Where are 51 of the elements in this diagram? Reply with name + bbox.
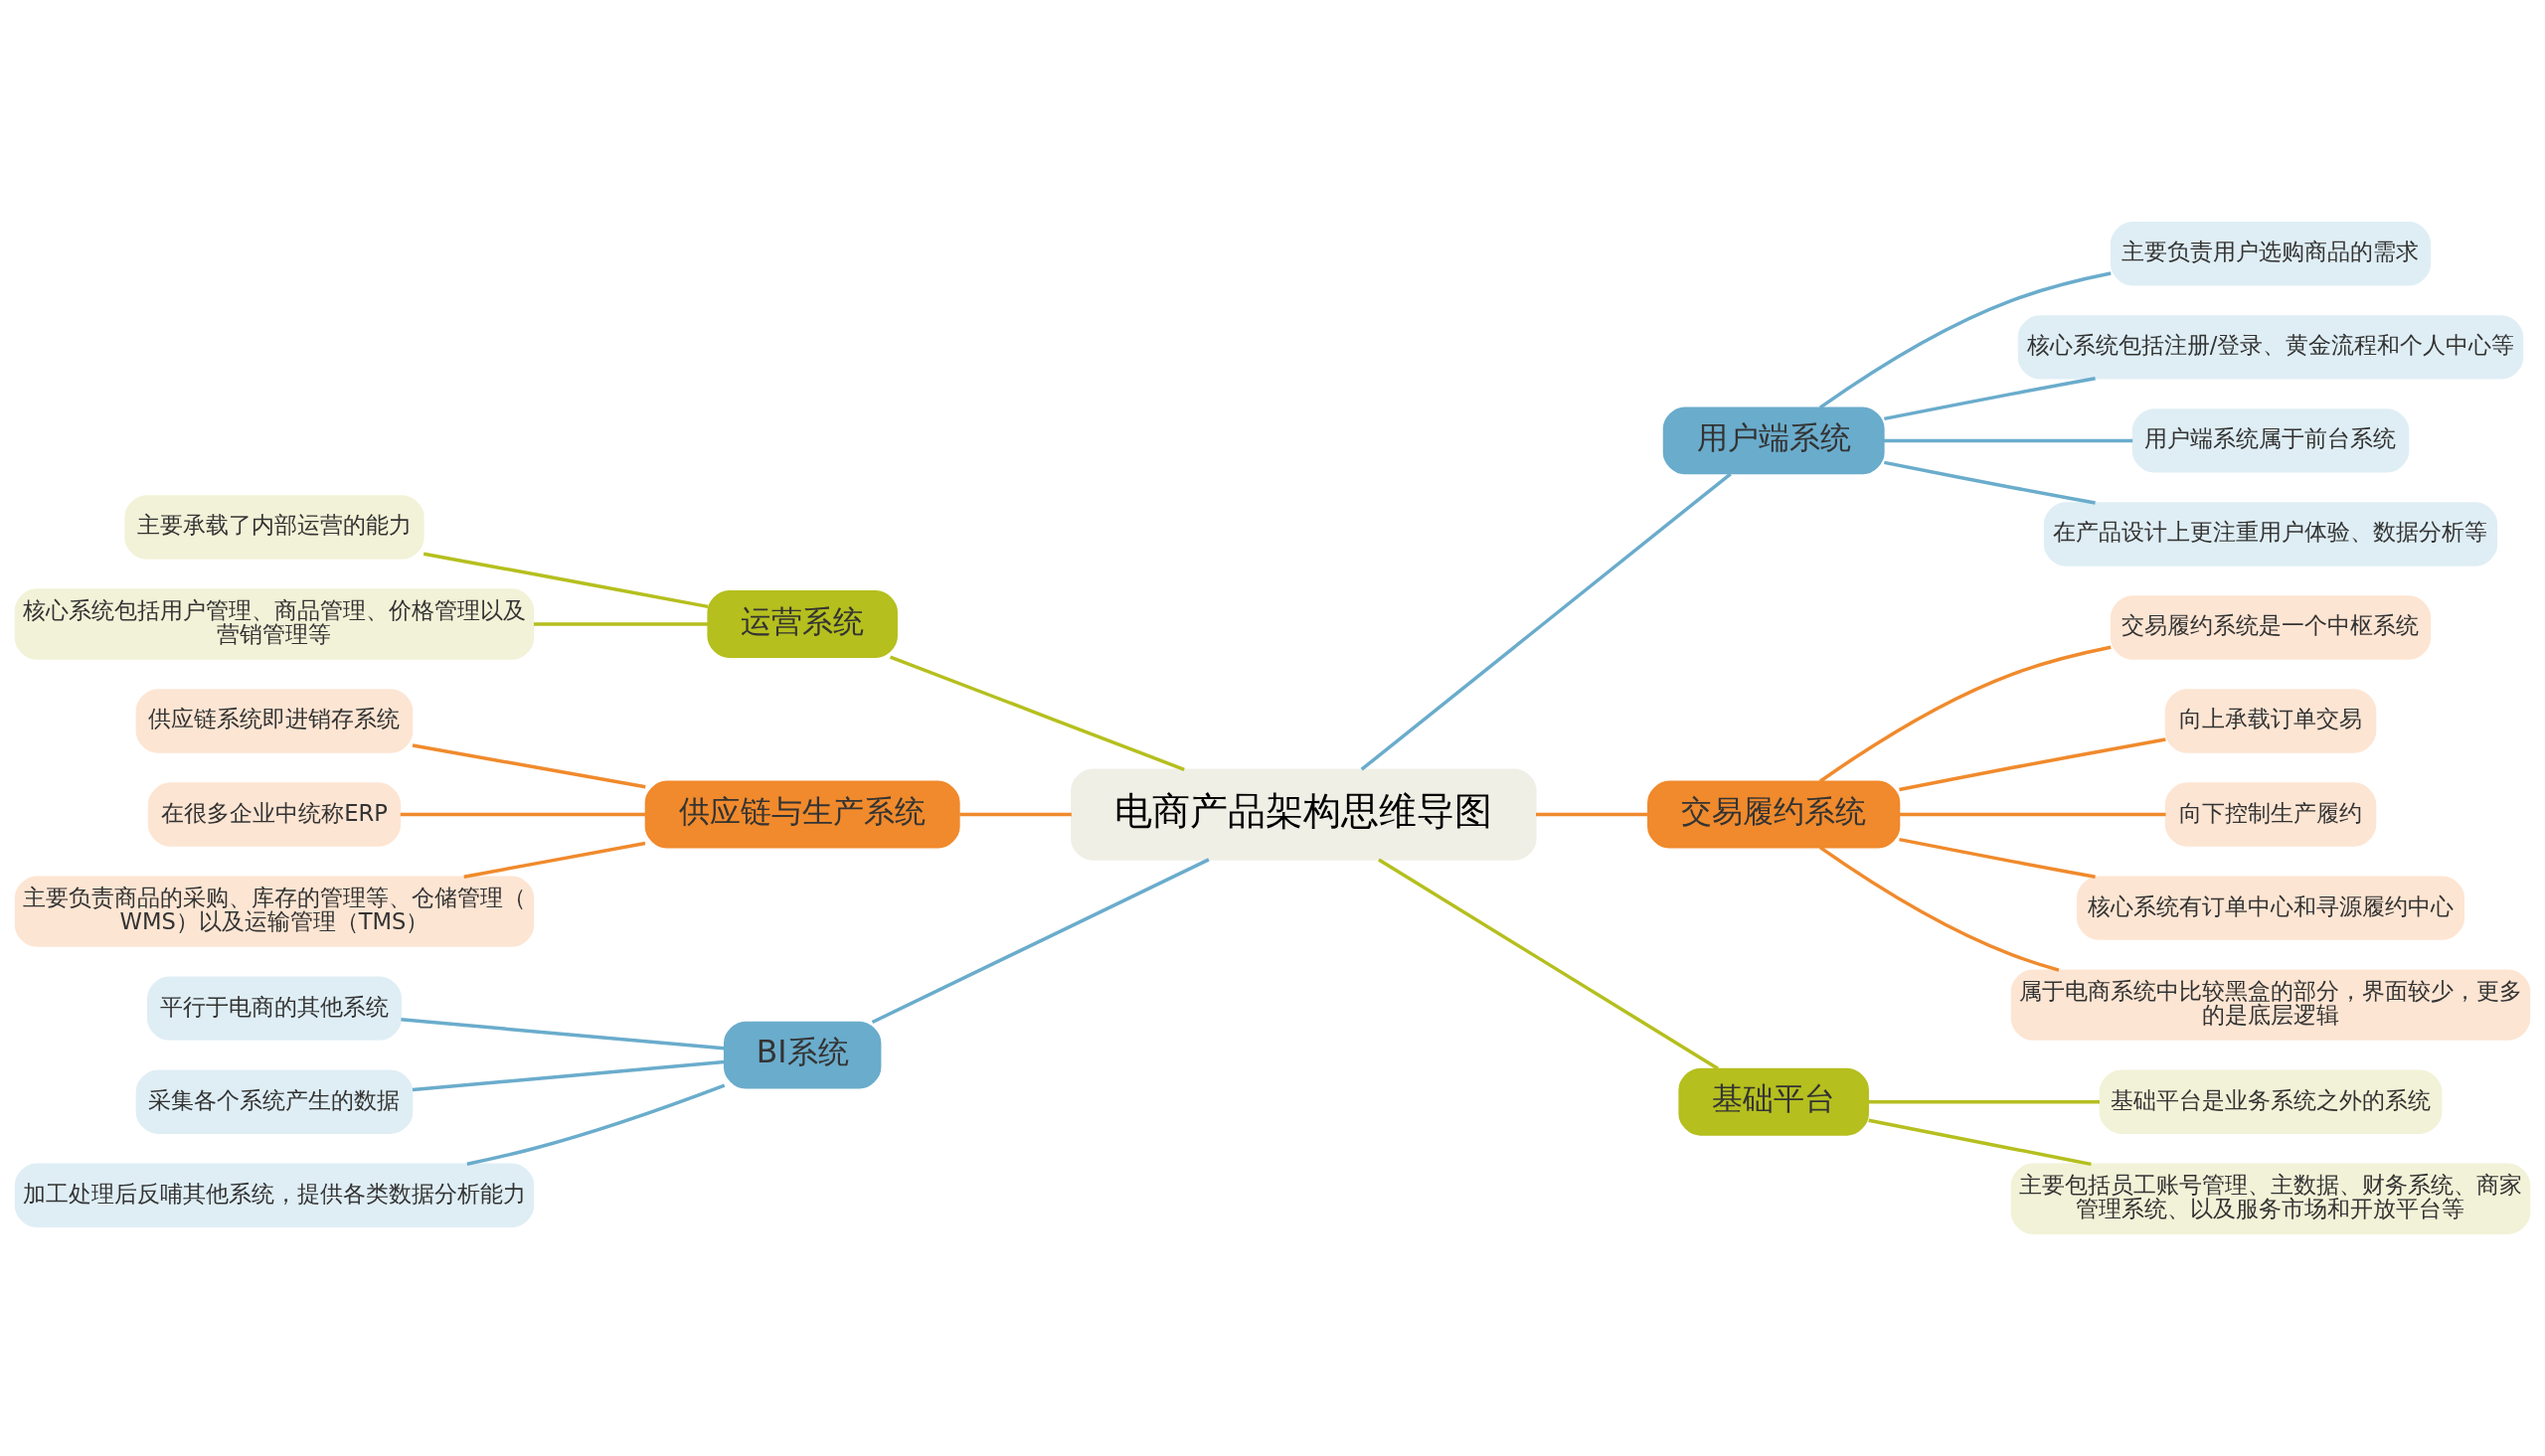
- node-box: 主要负责用户选购商品的需求: [2110, 222, 2432, 286]
- connector: [1818, 645, 2112, 783]
- node-box: 主要承载了内部运营的能力: [124, 495, 424, 560]
- node-box: 平行于电商的其他系统: [147, 976, 402, 1041]
- node-box: 基础平台是业务系统之外的系统: [2099, 1069, 2443, 1134]
- connector: [1818, 846, 2060, 972]
- connector: [412, 1059, 725, 1092]
- node-box: 加工处理后反哺其他系统，提供各类数据分析能力: [14, 1163, 535, 1227]
- node-box: 交易履约系统: [1647, 780, 1901, 849]
- connector: [533, 622, 709, 626]
- connector: [423, 552, 709, 609]
- connector: [401, 1018, 725, 1051]
- node-box: 供应链系统即进销存系统: [135, 689, 414, 753]
- node-box: 向上承载订单交易: [2164, 689, 2377, 753]
- node-box: 向下控制生产履约: [2164, 782, 2377, 847]
- connector: [1899, 837, 2096, 879]
- connector: [1883, 438, 2133, 443]
- connector: [1536, 812, 1648, 817]
- connector: [1868, 1118, 2092, 1167]
- node-box: 在产品设计上更注重用户体验、数据分析等: [2043, 502, 2498, 566]
- connector: [959, 812, 1072, 817]
- node-box: 用户端系统: [1662, 406, 1885, 475]
- node-box: 核心系统包括用户管理、商品管理、价格管理以及营销管理等: [14, 588, 535, 660]
- connector: [412, 743, 646, 789]
- node-box: 主要负责商品的采购、库存的管理等、仓储管理（WMS）以及运输管理（TMS）: [14, 876, 535, 947]
- connector: [1378, 858, 1719, 1070]
- connector: [466, 1083, 726, 1166]
- node-box: 交易履约系统是一个中枢系统: [2110, 595, 2432, 660]
- connector: [400, 812, 646, 817]
- node-box: 供应链与生产系统: [644, 780, 960, 849]
- node-box: 属于电商系统中比较黑盒的部分，界面较少，更多的是底层逻辑: [2010, 969, 2531, 1041]
- connector: [889, 655, 1185, 771]
- node-box: 核心系统有订单中心和寻源履约中心: [2076, 876, 2465, 940]
- connector: [1899, 737, 2166, 792]
- connector: [1884, 377, 2096, 421]
- node-box: 在很多企业中统称ERP: [147, 782, 402, 847]
- connector: [871, 858, 1210, 1025]
- connector: [1360, 472, 1732, 771]
- node-box: 电商产品架构思维导图: [1071, 768, 1537, 861]
- connector: [463, 841, 646, 879]
- node-box: 主要包括员工账号管理、主数据、财务系统、商家管理系统、以及服务市场和开放平台等: [2010, 1163, 2531, 1234]
- node-box: 采集各个系统产生的数据: [135, 1069, 414, 1134]
- node-box: 基础平台: [1678, 1067, 1869, 1136]
- node-box: 运营系统: [707, 590, 898, 658]
- node-box: BI系统: [723, 1021, 882, 1089]
- node-box: 用户端系统属于前台系统: [2131, 408, 2410, 473]
- connector: [1899, 812, 2166, 817]
- connector: [1818, 271, 2112, 409]
- connector: [1868, 1099, 2100, 1104]
- connector: [1884, 460, 2096, 505]
- node-box: 核心系统包括注册/登录、黄金流程和个人中心等: [2017, 315, 2524, 380]
